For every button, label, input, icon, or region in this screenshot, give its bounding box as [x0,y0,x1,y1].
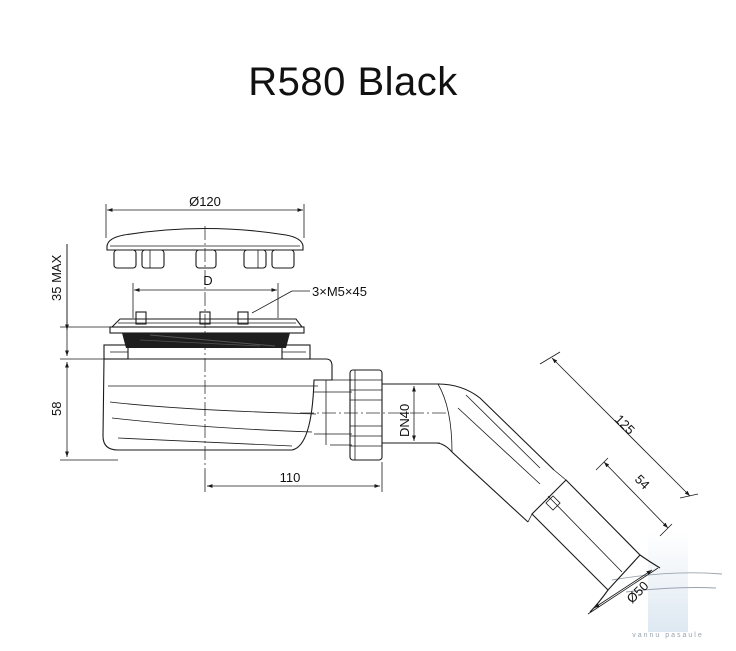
label-dn-outlet: DN40 [397,404,412,437]
label-diameter-cover: Ø120 [189,194,221,209]
label-outlet-length: 110 [280,470,301,485]
dimension-height-body: 58 [49,362,118,461]
flange-ring [103,311,311,360]
watermark-text: vannu pasaule [632,632,704,639]
dimension-cover-diameter: Ø120 [105,194,305,238]
dimension-height-max: 35 MAX [49,244,118,360]
watermark-logo: vannu pasaule [611,532,723,639]
drain-cover [106,227,304,269]
label-pipe-length: 125 [612,412,638,438]
outlet-nut [349,369,383,461]
dimension-dn40: DN40 [384,383,440,444]
trap-body [102,358,352,451]
dimension-pipe-length: 125 [539,351,699,499]
dimension-d: D [132,273,279,318]
label-d: D [203,273,212,288]
label-pipe-diameter: Ø50 [624,578,652,606]
screws-callout: 3×M5×45 [251,284,367,314]
dimension-sleeve-length: 54 [595,457,673,537]
label-height-max: 35 MAX [49,254,64,301]
outlet-elbow [382,383,555,523]
label-height-body: 58 [49,402,64,416]
label-sleeve-length: 54 [632,472,653,493]
label-screws: 3×M5×45 [312,284,367,299]
dimension-outlet-length: 110 [204,462,383,492]
dimension-pipe-diameter: Ø50 [587,567,659,615]
drawing-title: R580 Black [248,60,458,104]
